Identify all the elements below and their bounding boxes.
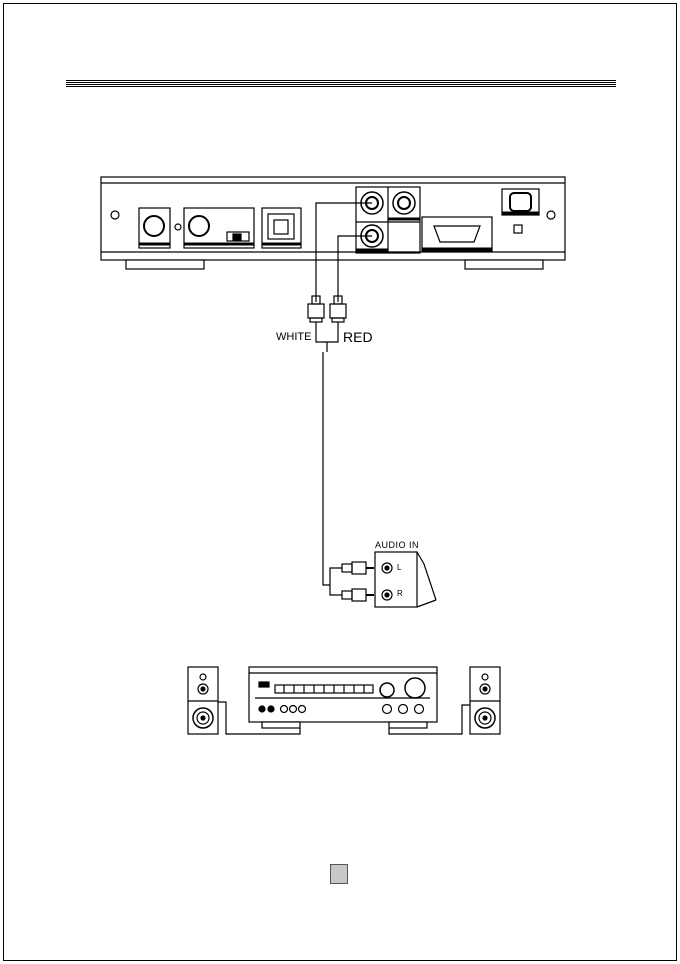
red-cable-label: RED	[343, 329, 373, 345]
amplifier	[249, 667, 437, 728]
right-channel-label: R	[397, 589, 403, 598]
audio-in-label: AUDIO IN	[375, 540, 419, 550]
page-number-box	[330, 864, 348, 884]
right-speaker	[470, 667, 500, 734]
audio-in-panel	[375, 552, 436, 607]
white-cable-label: WHITE	[276, 331, 311, 343]
left-speaker	[188, 667, 218, 734]
receiver-back-panel	[101, 177, 565, 269]
audio-in-plugs	[342, 562, 374, 601]
left-channel-label: L	[397, 563, 401, 572]
rca-cables	[308, 203, 372, 595]
